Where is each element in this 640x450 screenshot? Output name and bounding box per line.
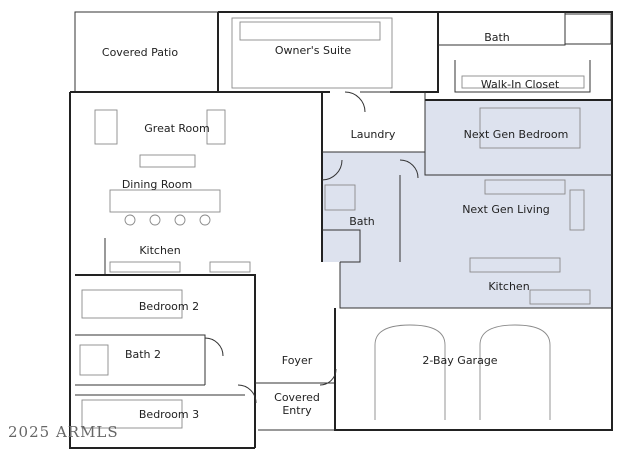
- room-label-foyer: Foyer: [282, 354, 313, 367]
- room-label-laundry: Laundry: [351, 128, 396, 141]
- watermark: 2025 ARMLS: [8, 423, 119, 441]
- room-label-bath-2: Bath 2: [125, 348, 161, 361]
- room-label-two-bay-garage: 2-Bay Garage: [422, 354, 497, 367]
- doors: [204, 91, 419, 404]
- room-label-master-bath: Bath: [484, 31, 510, 44]
- room-label-covered-entry-line1: Covered: [274, 391, 320, 404]
- room-label-kitchen-next-gen: Kitchen: [488, 280, 529, 293]
- room-label-great-room: Great Room: [144, 122, 209, 135]
- room-label-bedroom-3: Bedroom 3: [139, 408, 199, 421]
- room-label-next-gen-living: Next Gen Living: [462, 203, 550, 216]
- room-label-kitchen-main: Kitchen: [139, 244, 180, 257]
- walls: [69, 11, 613, 449]
- furniture: [79, 17, 591, 429]
- room-label-next-gen-bedroom: Next Gen Bedroom: [464, 128, 569, 141]
- room-label-bedroom-2: Bedroom 2: [139, 300, 199, 313]
- room-label-covered-patio: Covered Patio: [102, 46, 178, 59]
- room-label-next-gen-bath: Bath: [349, 215, 375, 228]
- room-label-dining-room: Dining Room: [122, 178, 192, 191]
- room-label-walk-in-closet: Walk-In Closet: [481, 78, 560, 91]
- room-label-owners-suite: Owner's Suite: [275, 44, 351, 57]
- room-label-covered-entry-line2: Entry: [282, 404, 312, 417]
